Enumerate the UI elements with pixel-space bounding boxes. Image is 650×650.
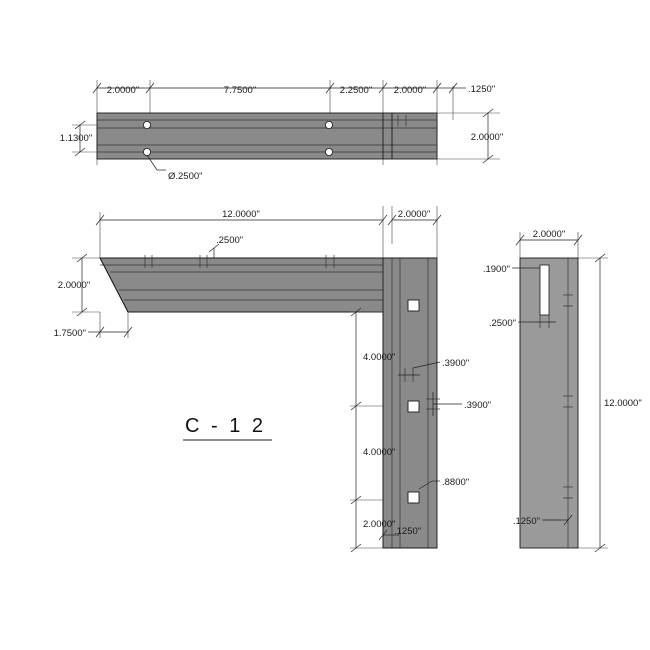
front-dim-4000-upper: 4.0000" [363,352,395,363]
top-dim-1130: 1.1300" [60,133,92,144]
side-view-group: 2.0000" .1900" .2500" 12.0000" [483,229,642,553]
front-square-hole-1 [407,299,420,312]
front-dim-3900-height: .3900" [464,400,491,411]
front-dim-2000-bottom: 2.0000" [363,519,395,530]
front-dim-3900-width: .3900" [442,358,469,369]
top-dim-2000-right: 2.0000" [394,85,426,96]
front-square-hole-2 [407,400,420,413]
front-square-hole-3 [407,491,420,504]
front-dim-height-2000: 2.0000" [58,280,90,291]
side-dim-1250: .1250" [513,516,540,527]
front-dim-2500: .2500" [216,235,243,246]
top-hole-4 [324,147,333,156]
side-dim-2500: .2500" [489,318,516,329]
front-dim-endplate-2000: 2.0000" [398,209,430,220]
front-view-group: 12.0000" 2.0000" .2500" [54,206,491,553]
front-dim-8800: .8800" [442,477,469,488]
top-hole-2 [324,121,333,130]
side-dim-12000: 12.0000" [604,398,642,409]
front-dim-12000: 12.0000" [222,209,260,220]
front-dim-1250: .1250" [394,526,421,537]
top-hole-3 [142,147,151,156]
side-slot [539,264,550,316]
top-dim-1250: .1250" [468,84,495,95]
top-hole-diameter-note: Ø.2500" [168,171,203,182]
front-dim-1750: 1.7500" [54,328,86,339]
side-dim-1900: .1900" [483,264,510,275]
top-view-group: 2.0000" 7.7500" 2.2500" 2.0000" .1250" [60,80,503,182]
top-dim-2250: 2.2500" [340,85,372,96]
top-dim-2000-height: 2.0000" [471,132,503,143]
top-dim-7750: 7.7500" [224,85,256,96]
top-dim-2000-left: 2.0000" [107,85,139,96]
top-hole-1 [142,121,151,130]
front-dim-4000-lower: 4.0000" [363,447,395,458]
part-number-label: C - 1 2 [185,415,266,437]
side-dim-2000: 2.0000" [533,229,565,240]
